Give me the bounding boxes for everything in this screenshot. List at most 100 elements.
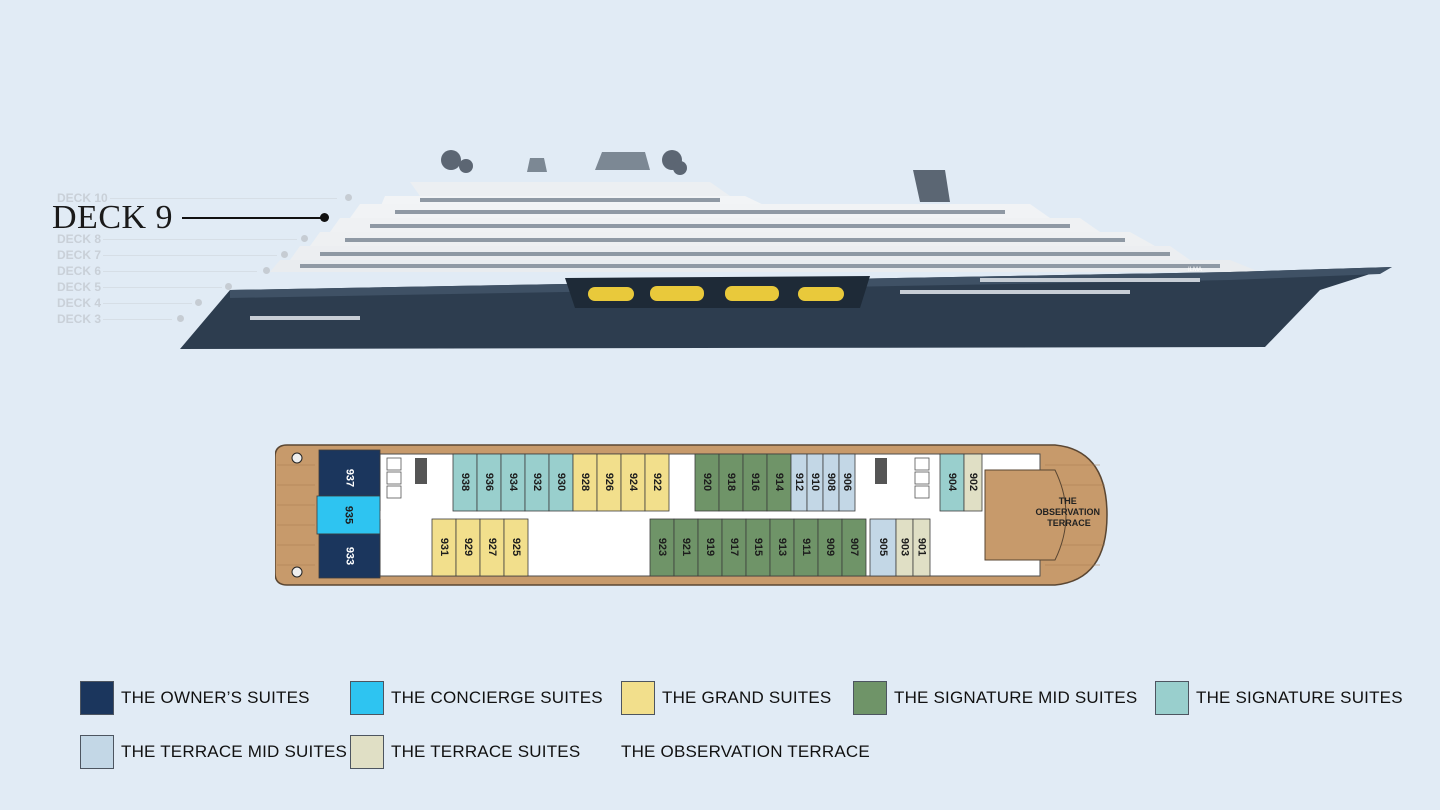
deck-label-deck-4[interactable]: DECK 4 — [57, 296, 202, 310]
legend-swatch — [350, 735, 384, 769]
cabin-number: 928 — [579, 473, 591, 491]
cabin-number: 918 — [725, 473, 737, 491]
cabin-935[interactable] — [316, 495, 381, 535]
deck-pointer-line — [182, 217, 324, 219]
upper-deck-tier — [410, 182, 730, 196]
cabin-925[interactable] — [503, 518, 529, 577]
cabin-919[interactable] — [697, 518, 723, 577]
deck-pointer-line — [57, 255, 277, 256]
deck-pointer-line — [57, 287, 222, 288]
deck-pointer-line — [57, 239, 297, 240]
deck-label-text: DECK 6 — [57, 264, 104, 278]
cabin-932[interactable] — [524, 453, 550, 512]
cabin-number: 936 — [483, 473, 495, 491]
cabin-number: 921 — [680, 538, 692, 556]
cabin-927[interactable] — [479, 518, 505, 577]
cabin-934[interactable] — [500, 453, 526, 512]
deck-pointer-dot — [301, 235, 308, 242]
cabin-923[interactable] — [649, 518, 675, 577]
radar-mast — [595, 152, 650, 170]
deck-pointer-dot — [177, 315, 184, 322]
deck-label-text: DECK 5 — [57, 280, 104, 294]
cabin-number: 923 — [656, 538, 668, 556]
legend-item-grand: THE GRAND SUITES — [621, 680, 831, 716]
cabin-number: 908 — [825, 473, 837, 491]
cabin-number: 935 — [343, 506, 355, 524]
deck-label-text: DECK 4 — [57, 296, 104, 310]
deck-label-deck-6[interactable]: DECK 6 — [57, 264, 270, 278]
cabin-number: 924 — [627, 473, 639, 492]
legend-label: THE GRAND SUITES — [662, 688, 832, 707]
cabin-902[interactable] — [963, 453, 983, 512]
cabin-930[interactable] — [548, 453, 574, 512]
cabin-number: 922 — [651, 473, 663, 491]
cabin-933[interactable] — [318, 533, 381, 579]
deck-label-deck-3[interactable]: DECK 3 — [57, 312, 184, 326]
cabin-number: 910 — [809, 473, 821, 491]
deck-selector: DECK 10 DECK 8 DECK 7 DECK 6 DECK 5 DECK 4 DEC… — [0, 0, 380, 340]
legend-label: THE TERRACE SUITES — [391, 742, 581, 761]
observation-terrace — [984, 469, 1067, 561]
cabin-918[interactable] — [718, 453, 744, 512]
legend-label: THE OBSERVATION TERRACE — [621, 742, 870, 761]
cabin-number: 934 — [507, 473, 519, 492]
cabin-907[interactable] — [841, 518, 867, 577]
cabin-911[interactable] — [793, 518, 819, 577]
cabin-922[interactable] — [644, 453, 670, 512]
current-deck-text: DECK 9 — [52, 199, 174, 236]
cabin-906[interactable] — [838, 453, 856, 512]
cabin-number: 905 — [877, 538, 889, 556]
ship-name-text: ILMA — [1188, 267, 1202, 273]
legend-item-termid: THE TERRACE MID SUITES — [80, 734, 347, 770]
deck-pointer-dot — [263, 267, 270, 274]
cabin-number: 925 — [510, 538, 522, 556]
cabin-924[interactable] — [620, 453, 646, 512]
legend-swatch — [1155, 681, 1189, 715]
funnel — [913, 170, 950, 202]
bollard-icon — [291, 566, 303, 578]
deck-label-text: DECK 10 — [57, 191, 110, 205]
deck-pointer-dot — [225, 283, 232, 290]
legend-swatch — [621, 681, 655, 715]
cabin-number: 933 — [344, 547, 356, 565]
cabin-928[interactable] — [572, 453, 598, 512]
cabin-914[interactable] — [766, 453, 792, 512]
cabin-938[interactable] — [452, 453, 478, 512]
cabin-number: 916 — [749, 473, 761, 491]
cabin-926[interactable] — [596, 453, 622, 512]
deck-label-text: DECK 8 — [57, 232, 104, 246]
cabin-number: 907 — [848, 538, 860, 556]
cabin-number: 901 — [916, 538, 928, 556]
radar-mast — [527, 158, 547, 172]
legend-item-sigmid: THE SIGNATURE MID SUITES — [853, 680, 1137, 716]
cabin-number: 902 — [967, 473, 979, 491]
cabin-905[interactable] — [869, 518, 897, 577]
tender-bay — [565, 276, 870, 308]
cabin-number: 913 — [776, 538, 788, 556]
cabin-number: 915 — [752, 538, 764, 556]
deck-label-deck-7[interactable]: DECK 7 — [57, 248, 288, 262]
deck-label-deck-5[interactable]: DECK 5 — [57, 280, 232, 294]
ship-side-profile: ILMA — [180, 150, 1392, 349]
cabin-904[interactable] — [939, 453, 965, 512]
cabin-number: 930 — [555, 473, 567, 491]
cabin-901[interactable] — [912, 518, 931, 577]
deck-label-deck-8[interactable]: DECK 8 — [57, 232, 308, 246]
deck-label-deck-10[interactable]: DECK 10 — [57, 191, 352, 205]
cabin-937[interactable] — [318, 449, 381, 497]
legend-label: THE SIGNATURE SUITES — [1196, 688, 1403, 707]
deck-plan: THE OBSERVATION TERRACE ♿ 93793593393893… — [275, 444, 1108, 586]
cabin-number: 903 — [899, 538, 911, 556]
cabin-929[interactable] — [455, 518, 481, 577]
legend-label: THE SIGNATURE MID SUITES — [894, 688, 1138, 707]
legend-item-signature: THE SIGNATURE SUITES — [1155, 680, 1403, 716]
tender-boat — [588, 286, 844, 301]
cabin-909[interactable] — [817, 518, 843, 577]
legend-label: THE TERRACE MID SUITES — [121, 742, 348, 761]
stairs-icon — [415, 458, 887, 484]
deck-pointer-dot — [320, 213, 329, 222]
bollard-icon — [291, 452, 303, 464]
cabin-915[interactable] — [745, 518, 771, 577]
cabin-number: 932 — [531, 473, 543, 491]
